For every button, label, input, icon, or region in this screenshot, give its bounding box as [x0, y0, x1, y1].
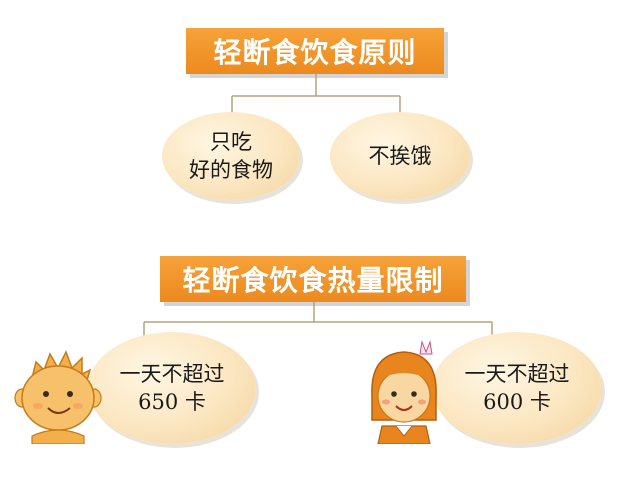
- oval-text-line: 一天不超过: [464, 361, 570, 386]
- oval-text-line: 600 卡: [483, 390, 551, 414]
- girl-face-icon: [371, 340, 437, 444]
- calorie-limit-title: 轻断食饮食热量限制: [182, 264, 444, 297]
- oval-text-line: 只吃: [210, 129, 252, 154]
- limit-oval-men: 一天不超过 650 卡: [88, 332, 256, 444]
- boy-face-icon: [14, 350, 102, 444]
- principles-banner: 轻断食饮食原则: [186, 28, 444, 74]
- calorie-limit-banner: 轻断食饮食热量限制: [160, 256, 466, 302]
- oval-text-line: 650 卡: [138, 390, 206, 414]
- principle-oval-eat-good-food: 只吃 好的食物: [162, 112, 300, 200]
- oval-text-line: 好的食物: [189, 158, 273, 182]
- oval-text-line: 一天不超过: [119, 361, 225, 386]
- principle-oval-no-hunger: 不挨饿: [330, 112, 470, 200]
- principles-title: 轻断食饮食原则: [213, 36, 417, 69]
- oval-text-line: 不挨饿: [368, 143, 432, 168]
- limit-oval-women: 一天不超过 600 卡: [432, 332, 602, 444]
